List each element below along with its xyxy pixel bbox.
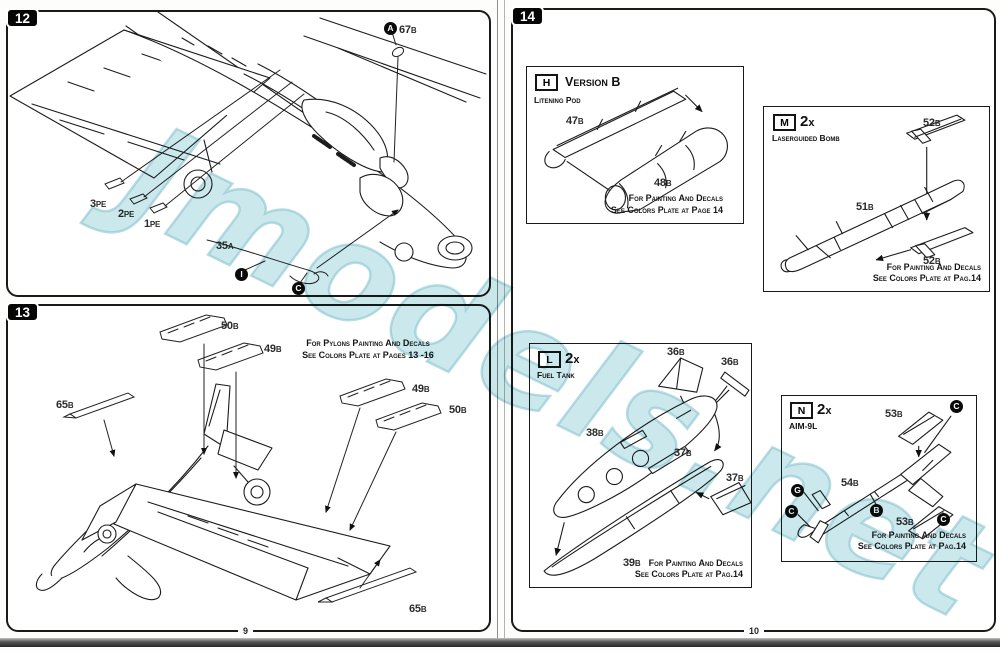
step13-note-line1: For Pylons Painting And Decals	[306, 338, 430, 348]
box-h-litening-pod: H Version B Litening Pod 47B 48B For Pai…	[526, 66, 744, 224]
box-l-quantity: 2x	[565, 350, 580, 367]
color-callout-c-bottom: C	[937, 513, 950, 526]
part-label-53b-top: 53B	[885, 408, 903, 420]
box-l-note-line2: See Colors Plate at Pag.14	[634, 569, 743, 580]
part-label-37b-lower: 37B	[726, 472, 744, 484]
step-12-badge: 12	[6, 8, 39, 28]
part-label-39b: 39B	[623, 557, 641, 569]
box-n-subtitle: AIM-9L	[789, 421, 818, 431]
color-callout-c-left: C	[785, 505, 798, 518]
box-m-quantity: 2x	[800, 113, 815, 130]
box-l-fuel-tank: L 2x Fuel Tank 36B 36B 38B 37B 37B 39B F…	[529, 343, 752, 588]
part-label-53b-bottom: 53B	[896, 516, 914, 528]
color-callout-c: C	[292, 282, 305, 295]
fuel-tank-drawing	[543, 357, 751, 576]
box-n-painting-note: For Painting And Decals See Colors Plate…	[858, 530, 966, 553]
box-m-laserguided-bomb: M 2x Laserguided Bomb 52B 51B 52B For Pa…	[763, 106, 990, 292]
step-13-panel: 13 For Pylons Painting And Decals See Co…	[6, 302, 491, 632]
color-callout-c-top: C	[950, 400, 963, 413]
part-label-65b-bottom: 65B	[409, 603, 427, 615]
box-n-note-line2: See Colors Plate at Pag.14	[857, 541, 966, 552]
step13-aircraft-drawing	[35, 314, 442, 603]
part-label-52b-top: 52B	[923, 117, 941, 129]
part-label-50b-right: 50B	[449, 404, 467, 416]
step-14-badge: 14	[511, 6, 544, 26]
scan-edge-bar	[0, 638, 1000, 647]
part-label-48b: 48B	[654, 177, 672, 189]
step13-note-line2: See Colors Plate at Pages 13 -16	[302, 349, 434, 360]
page-gutter-line-left	[497, 0, 498, 647]
page-number-right: 10	[744, 626, 765, 637]
box-n-letter: N	[790, 402, 813, 419]
page-gutter-line-right	[504, 0, 505, 647]
box-m-subtitle: Laserguided Bomb	[772, 133, 840, 143]
part-label-35a: 35A	[216, 240, 234, 252]
box-n-note-line1: For Painting And Decals	[871, 529, 966, 540]
box-l-note-line1: For Painting And Decals	[648, 557, 743, 568]
page-number-left: 9	[238, 626, 254, 637]
step-13-badge: 13	[6, 302, 39, 322]
box-l-subtitle: Fuel Tank	[537, 370, 575, 380]
part-label-65b-left: 65B	[56, 399, 74, 411]
box-h-note-line2: See Colors Plate at Page 14	[610, 204, 723, 215]
box-l-letter: L	[538, 351, 561, 368]
part-label-51b: 51B	[856, 201, 874, 213]
color-callout-a: A	[384, 22, 397, 35]
color-callout-g: G	[791, 484, 804, 497]
box-h-title: Version B	[565, 75, 621, 89]
step-14-panel: 14 H Version B Litening Pod 47B 48	[511, 6, 996, 632]
part-label-47b: 47B	[566, 115, 584, 127]
box-h-letter: H	[535, 74, 558, 91]
part-label-3pe: 3PE	[90, 198, 107, 210]
box-m-letter: M	[773, 114, 796, 131]
box-m-painting-note: For Painting And Decals See Colors Plate…	[873, 262, 981, 285]
step-12-panel: 12 A 67B 3PE 2PE 1PE 35A I C	[6, 8, 491, 297]
part-label-36b-left: 36B	[667, 346, 685, 358]
box-h-note-line1: For Painting And Decals	[628, 193, 723, 203]
laserguided-bomb-drawing	[780, 114, 974, 273]
box-n-quantity: 2x	[817, 401, 832, 418]
part-label-67b: 67B	[399, 24, 417, 36]
box-m-note-line2: See Colors Plate at Pag.14	[872, 273, 981, 284]
color-callout-i: I	[235, 268, 248, 281]
step12-aircraft-drawing	[9, 12, 487, 285]
box-h-subtitle: Litening Pod	[534, 95, 581, 105]
part-label-52b-bottom: 52B	[923, 255, 941, 267]
part-label-38b: 38B	[586, 427, 604, 439]
litening-pod-drawing	[544, 87, 728, 214]
part-label-2pe: 2PE	[118, 208, 135, 220]
part-label-50b-top: 50B	[221, 320, 239, 332]
part-label-49b-right: 49B	[412, 383, 430, 395]
part-label-54b: 54B	[841, 477, 859, 489]
part-label-1pe: 1PE	[144, 218, 161, 230]
step13-painting-note: For Pylons Painting And Decals See Color…	[268, 338, 468, 361]
part-label-37b-upper: 37B	[674, 447, 692, 459]
box-m-note-line1: For Painting And Decals	[886, 261, 981, 272]
box-l-painting-note: For Painting And Decals See Colors Plate…	[635, 558, 743, 581]
color-callout-b: B	[870, 504, 883, 517]
box-h-painting-note: For Painting And Decals See Colors Plate…	[611, 193, 723, 216]
part-label-49b-top: 49B	[264, 343, 282, 355]
part-label-36b-right: 36B	[721, 356, 739, 368]
box-n-aim9l: N 2x AIM-9L 53B C 54B G C B 53B C For Pa…	[781, 395, 977, 562]
